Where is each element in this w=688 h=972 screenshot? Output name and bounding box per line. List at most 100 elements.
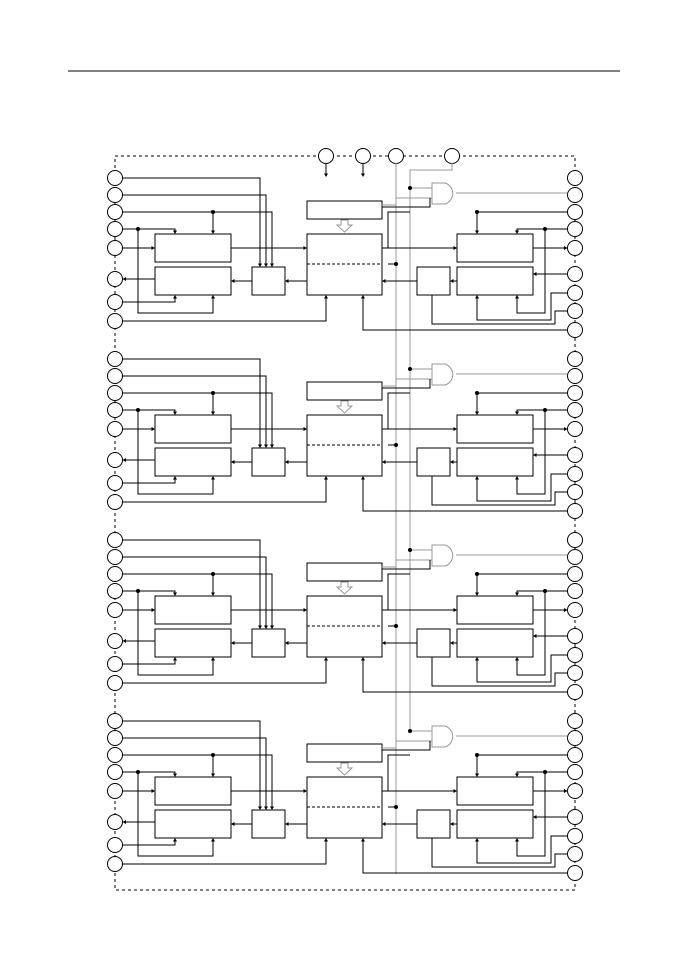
ch4-wire-l3 xyxy=(122,754,273,808)
ch1-right-pin-3 xyxy=(567,204,583,220)
ch3-wire-l4 xyxy=(122,590,176,594)
arrowhead xyxy=(231,641,235,645)
ch3-wire-r8 xyxy=(431,657,568,687)
arrowhead xyxy=(173,295,177,299)
ch3-wire-l3 xyxy=(122,573,273,627)
ch4-left-pin-8 xyxy=(107,856,123,872)
arrowhead xyxy=(270,625,274,629)
ch3-left-pin-2 xyxy=(107,549,123,565)
arrowhead xyxy=(231,460,235,464)
ch2-wire-tc xyxy=(382,379,431,389)
ch4-right-pin-4 xyxy=(567,764,583,780)
ch4-left-pin-6 xyxy=(107,814,123,830)
arrowhead xyxy=(173,773,177,777)
ch2-wire-l7 xyxy=(122,478,176,484)
arrowhead xyxy=(173,476,177,480)
arrowhead xyxy=(515,773,519,777)
arrowhead xyxy=(211,295,215,299)
arrowhead xyxy=(151,246,155,250)
ch3-left-upper-block xyxy=(154,595,232,625)
ch2-wire-l4 xyxy=(122,409,176,413)
arrowhead xyxy=(515,657,519,661)
ch3-right-pin-2 xyxy=(567,549,583,565)
ch1-left-pin-3 xyxy=(107,204,123,220)
arrowhead xyxy=(361,838,365,842)
arrowhead xyxy=(264,263,268,267)
ch4-wire-r4 xyxy=(516,771,568,775)
arrowhead xyxy=(258,263,262,267)
arrowhead xyxy=(211,657,215,661)
ch3-right-pin-8 xyxy=(567,665,583,681)
ch1-left-pin-8 xyxy=(107,313,123,329)
ch4-right-pin-7 xyxy=(567,828,583,844)
ch4-right-pin-1 xyxy=(567,713,583,729)
junction-dot xyxy=(394,443,398,447)
ch1-wire-r4b xyxy=(516,229,546,314)
ch3-wire-l7 xyxy=(122,659,176,665)
ch4-wire-l4 xyxy=(122,771,176,775)
ch2-wire-c-side2 xyxy=(387,392,410,429)
gray-bus-2 xyxy=(409,163,453,732)
ch3-mux-block xyxy=(251,628,286,658)
arrowhead xyxy=(151,427,155,431)
ch2-wire-r8 xyxy=(431,476,568,506)
ch1-wire-tc xyxy=(382,198,431,208)
arrowhead xyxy=(361,295,365,299)
arrowhead xyxy=(211,476,215,480)
ch2-right-pin-8 xyxy=(567,484,583,500)
and-gate-icon xyxy=(431,725,454,748)
ch3-wire-l4b xyxy=(137,591,214,676)
ch2-right-pin-1 xyxy=(567,351,583,367)
hollow-down-arrow-icon xyxy=(335,581,354,595)
arrowhead xyxy=(211,838,215,842)
top-pin-4 xyxy=(444,148,460,164)
ch1-wire-l7 xyxy=(122,297,176,303)
junction-dot xyxy=(408,367,412,371)
ch1-right-pin-6 xyxy=(567,266,583,282)
ch1-left-pin-4 xyxy=(107,221,123,237)
ch4-left-pin-4 xyxy=(107,764,123,780)
arrowhead xyxy=(564,789,568,793)
arrowhead xyxy=(324,476,328,480)
ch2-right-mux-block xyxy=(416,447,451,477)
arrowhead xyxy=(324,295,328,299)
top-pin-3 xyxy=(388,148,404,164)
arrowhead xyxy=(285,822,289,826)
ch3-right-pin-5 xyxy=(567,602,583,618)
arrowhead xyxy=(515,295,519,299)
ch4-left-pin-5 xyxy=(107,783,123,799)
ch1-right-pin-4 xyxy=(567,221,583,237)
ch3-right-pin-3 xyxy=(567,566,583,582)
junction-dot xyxy=(475,753,479,757)
junction-dot xyxy=(408,548,412,552)
arrowhead xyxy=(475,773,479,777)
ch4-wire-l1 xyxy=(122,720,261,808)
ch1-left-lower-block xyxy=(154,266,232,296)
hollow-down-arrow-icon xyxy=(335,400,354,414)
ch4-left-lower-block xyxy=(154,809,232,839)
ch2-left-pin-7 xyxy=(107,475,123,491)
arrowhead xyxy=(475,476,479,480)
ch3-left-pin-8 xyxy=(107,675,123,691)
ch3-wire-r9 xyxy=(362,659,568,693)
junction-dot xyxy=(475,391,479,395)
ch1-left-pin-1 xyxy=(107,170,123,186)
arrowhead xyxy=(533,634,537,638)
ch2-wire-r4b xyxy=(516,410,546,495)
ch4-mux-block xyxy=(251,809,286,839)
ch1-right-lower-block xyxy=(456,266,534,296)
arrowhead xyxy=(564,427,568,431)
ch2-wire-l8 xyxy=(122,478,327,503)
ch4-wire-r7 xyxy=(476,835,568,864)
ch4-right-pin-6 xyxy=(567,809,583,825)
arrowhead xyxy=(122,458,126,462)
junction-dot xyxy=(408,729,412,733)
ch3-left-pin-3 xyxy=(107,566,123,582)
ch2-right-pin-7 xyxy=(567,466,583,482)
ch3-left-pin-6 xyxy=(107,633,123,649)
arrowhead xyxy=(211,773,215,777)
arrowhead xyxy=(533,272,537,276)
arrowhead xyxy=(564,608,568,612)
arrowhead xyxy=(285,460,289,464)
ch1-top-center-block xyxy=(306,200,383,220)
